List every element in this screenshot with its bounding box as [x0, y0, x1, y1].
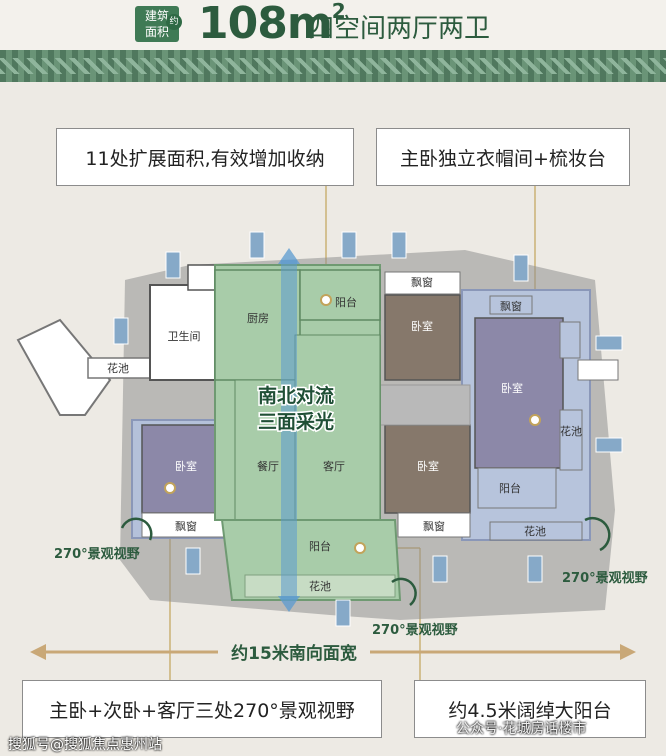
- area-unit: 2: [331, 0, 346, 24]
- watermark-right: 公众号·花城房话楼市: [456, 721, 587, 737]
- label-bay-window-top: 飘窗: [411, 275, 433, 289]
- light-badge-4: [165, 251, 181, 279]
- view-label-bottom: 270°景观视野: [372, 622, 458, 638]
- view-label-right: 270°景观视野: [562, 570, 648, 586]
- label-bathroom: 卫生间: [168, 329, 201, 343]
- light-badges: [113, 231, 623, 627]
- callout-views: 主卧+次卧+客厅三处270°景观视野: [22, 680, 382, 738]
- label-bay-window-right: 飘窗: [500, 299, 522, 313]
- bathroom-shaft: [187, 264, 219, 291]
- callout-balcony: 约4.5米阔绰大阳台: [414, 680, 646, 738]
- ventilation-bar: [281, 260, 297, 600]
- frontage-label-bg: [218, 638, 370, 666]
- light-badge-7: [595, 335, 623, 351]
- left-annex: [16, 318, 112, 416]
- light-badge-9: [185, 547, 201, 575]
- callout-storage: 11处扩展面积,有效增加收纳: [56, 128, 354, 186]
- pin-balcony-bottom: [354, 542, 366, 554]
- room-bathroom: [149, 284, 216, 381]
- label-bedroom-left: 卧室: [175, 459, 197, 473]
- area-number: 108m: [198, 0, 333, 49]
- room-flower-pool-right-bottom: [489, 521, 583, 541]
- label-dining: 餐厅: [257, 459, 279, 473]
- label-balcony-right: 阳台: [499, 481, 521, 495]
- pin-balcony-top: [320, 294, 332, 306]
- view-label-left: 270°景观视野: [54, 546, 140, 562]
- light-badge-5: [513, 254, 529, 282]
- label-living: 客厅: [323, 459, 345, 473]
- light-badge-3: [391, 231, 407, 259]
- ventilation-line2: 三面采光: [258, 410, 334, 433]
- room-master-bedroom: [474, 317, 564, 469]
- right-ledge: [577, 359, 619, 381]
- room-bay-window-right: [489, 295, 533, 315]
- badge-line2: 面积: [144, 25, 169, 39]
- room-bay-window-top: [384, 271, 461, 295]
- light-badge-11: [527, 555, 543, 583]
- header: 建筑 面积 约 108m2 四空间两厅两卫: [0, 0, 666, 50]
- room-bay-window-right-side: [559, 321, 581, 359]
- corridor-right: [379, 384, 471, 426]
- layout-description: 四空间两厅两卫: [308, 14, 491, 44]
- decorative-band-pattern: [0, 58, 666, 74]
- light-badge-12: [335, 599, 351, 627]
- room-balcony-top: [299, 269, 381, 321]
- label-bedroom-top: 卧室: [411, 319, 433, 333]
- room-living: [294, 334, 381, 521]
- callout-walk-in-closet: 主卧独立衣帽间+梳妆台: [376, 128, 630, 186]
- room-bay-window-mid: [397, 512, 471, 538]
- ventilation-arrow-down: [278, 596, 300, 612]
- view-arc-bottom: [391, 577, 417, 606]
- label-flower-pool-right-bottom: 花池: [524, 525, 546, 538]
- light-badge-10: [432, 555, 448, 583]
- label-bay-window-left: 飘窗: [175, 519, 197, 533]
- pin-master-bedroom: [529, 414, 541, 426]
- room-balcony-right: [477, 467, 557, 509]
- badge-line1: 建筑: [144, 9, 169, 23]
- label-flower-pool-bottom: 花池: [309, 580, 331, 593]
- label-balcony-top: 阳台: [335, 295, 357, 309]
- watermark-left: 搜狐号@搜狐焦点惠州站: [8, 737, 162, 753]
- light-badge-2: [341, 231, 357, 259]
- ventilation-arrow-up: [278, 248, 300, 264]
- room-flower-pool-right-side: [559, 409, 583, 471]
- label-kitchen: 厨房: [247, 312, 269, 325]
- light-badge-1: [249, 231, 265, 259]
- area-value: 108m2: [198, 0, 346, 49]
- frontage-label: 约15米南向面宽: [231, 643, 357, 664]
- label-flower-pool-left: 花池: [107, 362, 129, 375]
- label-master-bedroom: 卧室: [501, 381, 523, 395]
- pin-bedroom-left: [164, 482, 176, 494]
- view-arc-left: [120, 517, 153, 541]
- frontage-arrow-right: [620, 644, 636, 660]
- badge-yue: 约: [166, 14, 182, 30]
- room-bedroom-mid: [384, 424, 471, 514]
- label-flower-pool-right-side: 花池: [560, 425, 582, 438]
- ventilation-line1: 南北对流: [258, 384, 334, 407]
- label-balcony-bottom: 阳台: [309, 539, 331, 553]
- room-bedroom-top: [384, 294, 461, 381]
- light-badge-6: [113, 317, 129, 345]
- frontage-arrow-left: [30, 644, 46, 660]
- light-badge-8: [595, 437, 623, 453]
- view-arc-right: [584, 517, 611, 552]
- label-bay-window-mid: 飘窗: [423, 519, 445, 533]
- label-bedroom-mid: 卧室: [417, 459, 439, 473]
